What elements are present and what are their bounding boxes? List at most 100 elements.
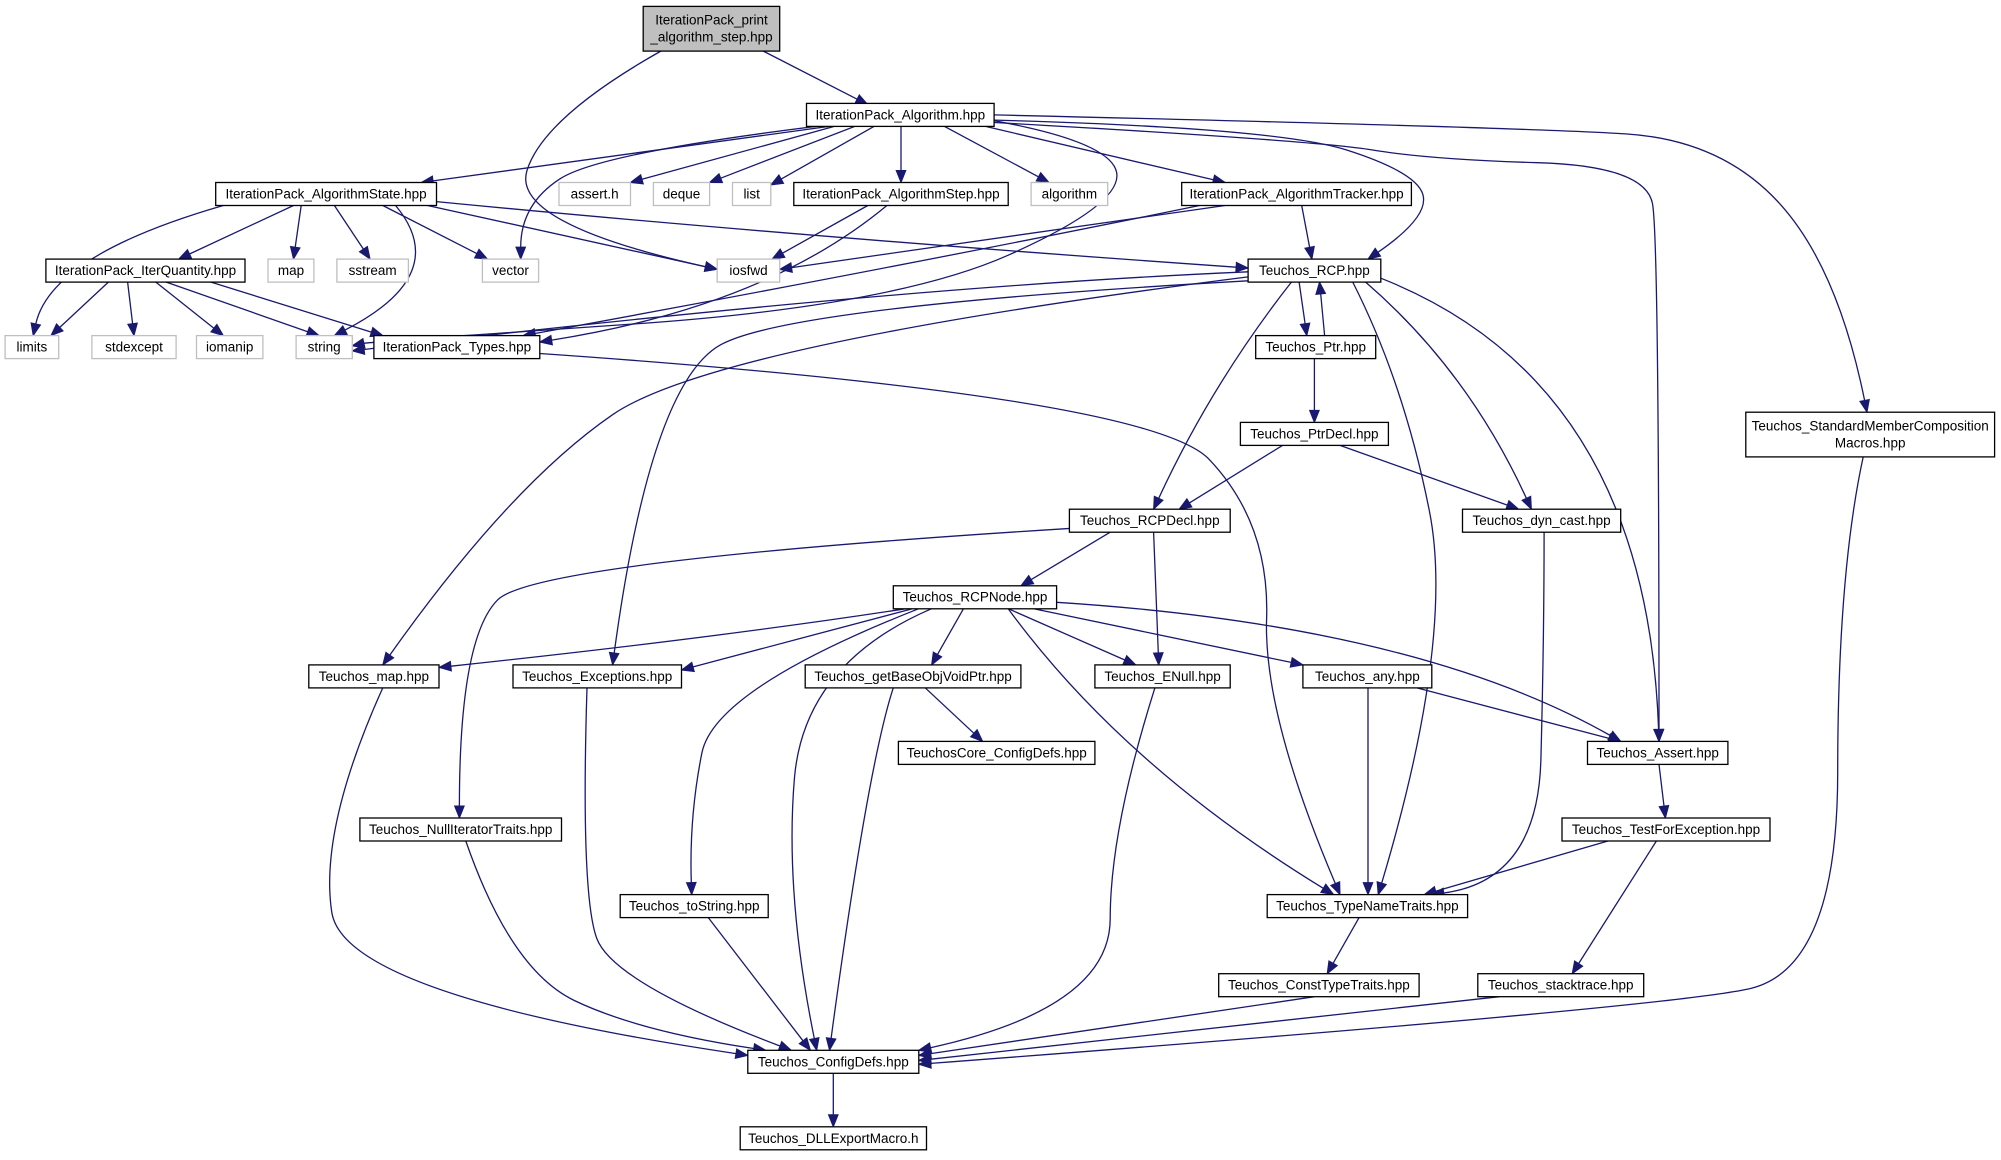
node-label: Teuchos_any.hpp bbox=[1315, 669, 1420, 684]
node-test-exc[interactable]: Teuchos_TestForException.hpp bbox=[1561, 817, 1771, 842]
edge-to_string-to-config_defs bbox=[707, 917, 812, 1052]
arrowhead bbox=[1504, 499, 1520, 511]
node-config-defs[interactable]: Teuchos_ConfigDefs.hpp bbox=[747, 1049, 920, 1074]
edge-line bbox=[539, 352, 1336, 884]
node-box bbox=[195, 334, 264, 360]
edge-root-to-algorithm bbox=[762, 50, 870, 106]
node-exceptions[interactable]: Teuchos_Exceptions.hpp bbox=[512, 664, 683, 689]
arrowhead bbox=[825, 1037, 837, 1052]
node-label: limits bbox=[17, 340, 48, 355]
edge-ptr_decl-to-rcp_decl bbox=[1178, 444, 1283, 510]
edge-line bbox=[690, 608, 920, 883]
edge-line bbox=[791, 204, 1226, 269]
arrowhead bbox=[1859, 398, 1870, 414]
node-enull[interactable]: Teuchos_ENull.hpp bbox=[1094, 664, 1231, 689]
edge-line bbox=[1443, 532, 1545, 894]
node-label: Teuchos_stacktrace.hpp bbox=[1488, 978, 1634, 993]
edge-line bbox=[155, 281, 215, 329]
node-core-config[interactable]: TeuchosCore_ConfigDefs.hpp bbox=[897, 740, 1096, 766]
arrowhead bbox=[333, 325, 348, 337]
arrowhead bbox=[30, 322, 42, 337]
edge-line bbox=[1435, 840, 1609, 892]
arrowhead bbox=[708, 172, 724, 184]
edge-algorithm-to-std_algorithm bbox=[943, 125, 1051, 184]
node-iter-quantity[interactable]: IterationPack_IterQuantity.hpp bbox=[45, 258, 246, 283]
node-types[interactable]: IterationPack_Types.hpp bbox=[373, 334, 541, 360]
arrowhead bbox=[629, 173, 644, 185]
node-label: algorithm bbox=[1042, 187, 1098, 202]
node-label: stdexcept bbox=[105, 340, 163, 355]
node-box bbox=[739, 1126, 928, 1151]
edge-line bbox=[1416, 687, 1610, 740]
arrowhead bbox=[895, 170, 907, 184]
node-rcp-node[interactable]: Teuchos_RCPNode.hpp bbox=[892, 585, 1058, 610]
edge-line bbox=[707, 917, 804, 1042]
edge-line bbox=[830, 687, 894, 1039]
node-dll-export[interactable]: Teuchos_DLLExportMacro.h bbox=[739, 1126, 928, 1151]
edge-rcp_node-to-any bbox=[1033, 608, 1305, 668]
node-stacktrace[interactable]: Teuchos_stacktrace.hpp bbox=[1477, 973, 1645, 998]
node-label: Teuchos_dyn_cast.hpp bbox=[1473, 513, 1611, 528]
arrowhead bbox=[358, 245, 371, 261]
node-label: IterationPack_AlgorithmStep.hpp bbox=[802, 187, 999, 202]
edges-layer bbox=[30, 50, 1870, 1129]
node-std-member[interactable]: Teuchos_StandardMemberCompositionMacros.… bbox=[1745, 411, 1996, 458]
arrowhead bbox=[1376, 881, 1388, 896]
edge-line bbox=[943, 125, 1039, 178]
node-box bbox=[1255, 334, 1377, 360]
node-any[interactable]: Teuchos_any.hpp bbox=[1302, 664, 1433, 689]
edge-line bbox=[692, 608, 913, 668]
edge-algorithm-to-vector bbox=[515, 125, 817, 261]
node-box bbox=[336, 258, 410, 283]
node-box bbox=[1181, 181, 1413, 207]
edge-tassert-to-test_exc bbox=[1658, 764, 1670, 820]
edge-line bbox=[189, 204, 294, 255]
edge-iter_quantity-to-iomanip bbox=[155, 281, 225, 337]
edge-types-to-type_name bbox=[539, 352, 1341, 896]
node-label: Teuchos_toString.hpp bbox=[629, 899, 760, 914]
node-get-base[interactable]: Teuchos_getBaseObjVoidPtr.hpp bbox=[804, 664, 1022, 689]
arrowhead bbox=[917, 1057, 932, 1069]
node-rcp-decl[interactable]: Teuchos_RCPDecl.hpp bbox=[1068, 508, 1231, 533]
node-null-iter[interactable]: Teuchos_NullIteratorTraits.hpp bbox=[359, 817, 563, 842]
node-algorithm-step[interactable]: IterationPack_AlgorithmStep.hpp bbox=[793, 181, 1009, 207]
edge-rcp_node-to-get_base bbox=[930, 608, 965, 667]
node-algorithm-state[interactable]: IterationPack_AlgorithmState.hpp bbox=[215, 181, 438, 207]
node-box bbox=[373, 334, 541, 360]
node-tassert[interactable]: Teuchos_Assert.hpp bbox=[1586, 740, 1729, 766]
edge-algorithm-to-assert_h bbox=[629, 125, 835, 185]
node-ptr[interactable]: Teuchos_Ptr.hpp bbox=[1255, 334, 1377, 360]
edge-std_member-to-config_defs bbox=[917, 456, 1864, 1069]
node-label: Teuchos_ENull.hpp bbox=[1104, 669, 1220, 684]
node-to-string[interactable]: Teuchos_toString.hpp bbox=[619, 893, 769, 919]
edge-rcp_decl-to-rcp_node bbox=[1019, 531, 1111, 587]
edge-rcp_node-to-type_name bbox=[1007, 608, 1335, 896]
node-algorithm-tracker[interactable]: IterationPack_AlgorithmTracker.hpp bbox=[1181, 181, 1413, 207]
edge-algorithm_step-to-types bbox=[538, 205, 888, 346]
node-type-name[interactable]: Teuchos_TypeNameTraits.hpp bbox=[1266, 893, 1469, 919]
node-tmap[interactable]: Teuchos_map.hpp bbox=[308, 664, 440, 689]
node-dyn-cast[interactable]: Teuchos_dyn_cast.hpp bbox=[1461, 508, 1622, 533]
node-iosfwd: iosfwd bbox=[716, 258, 781, 283]
arrowhead bbox=[1521, 495, 1532, 511]
arrowhead bbox=[538, 334, 554, 346]
edge-line bbox=[126, 281, 134, 324]
node-label: Teuchos_StandardMemberComposition bbox=[1752, 419, 1989, 434]
node-root[interactable]: IterationPack_print_algorithm_step.hpp bbox=[642, 5, 781, 52]
edge-line bbox=[924, 687, 975, 734]
node-box bbox=[652, 181, 711, 207]
edge-iter_quantity-to-types bbox=[210, 281, 385, 338]
arrowhead bbox=[1122, 654, 1138, 666]
arrowhead bbox=[1299, 322, 1311, 337]
edge-line bbox=[720, 125, 856, 179]
node-const-type[interactable]: Teuchos_ConstTypeTraits.hpp bbox=[1218, 973, 1420, 998]
node-rcp[interactable]: Teuchos_RCP.hpp bbox=[1247, 258, 1382, 283]
edge-line bbox=[333, 205, 364, 250]
edge-line bbox=[427, 204, 706, 268]
node-algorithm[interactable]: IterationPack_Algorithm.hpp bbox=[805, 102, 995, 128]
edge-line bbox=[1578, 840, 1657, 964]
node-box bbox=[308, 664, 440, 689]
node-string: string bbox=[295, 334, 353, 360]
edge-algorithm-to-std_member bbox=[994, 114, 1870, 414]
node-ptr-decl[interactable]: Teuchos_PtrDecl.hpp bbox=[1239, 421, 1390, 447]
